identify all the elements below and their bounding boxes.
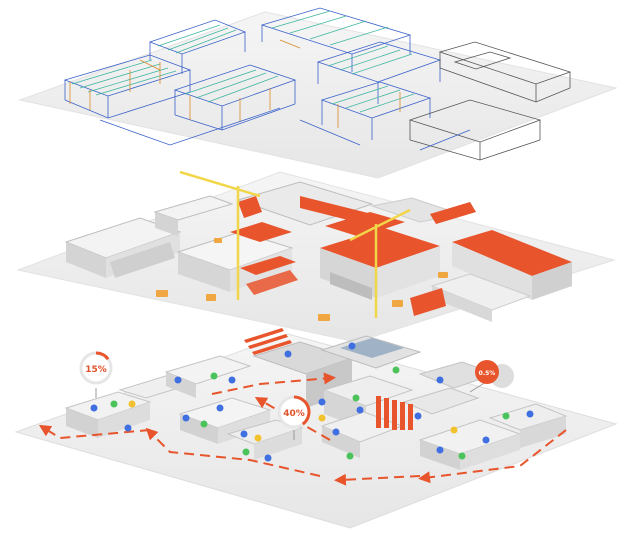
gauge-left-label: 15% <box>85 365 107 375</box>
wireframe-layer <box>18 7 618 179</box>
gauge-right: 0.5% <box>469 360 514 393</box>
gauge-center: 40% <box>277 395 311 440</box>
crane-icon <box>179 170 411 318</box>
wireframe-buildings <box>63 7 572 161</box>
legend-bars <box>244 328 292 355</box>
gauge-icon <box>95 351 110 361</box>
gauge-icon <box>293 395 311 426</box>
center-structure <box>176 222 298 295</box>
operations-layer: 15% 40% 0.5% <box>14 328 618 529</box>
gauge-right-label: 0.5% <box>479 370 496 377</box>
construction-layer <box>16 170 616 343</box>
far-right-structure <box>410 230 572 322</box>
right-structure <box>320 212 440 300</box>
left-structure <box>64 195 234 278</box>
forklift-icon <box>156 238 448 321</box>
wireframe-plate <box>18 11 618 179</box>
sensor-dot-icon <box>90 342 534 462</box>
gauge-left: 15% <box>79 351 113 398</box>
operations-buildings <box>64 335 568 470</box>
gauge-center-label: 40% <box>283 409 305 419</box>
orange-columns <box>376 396 413 430</box>
